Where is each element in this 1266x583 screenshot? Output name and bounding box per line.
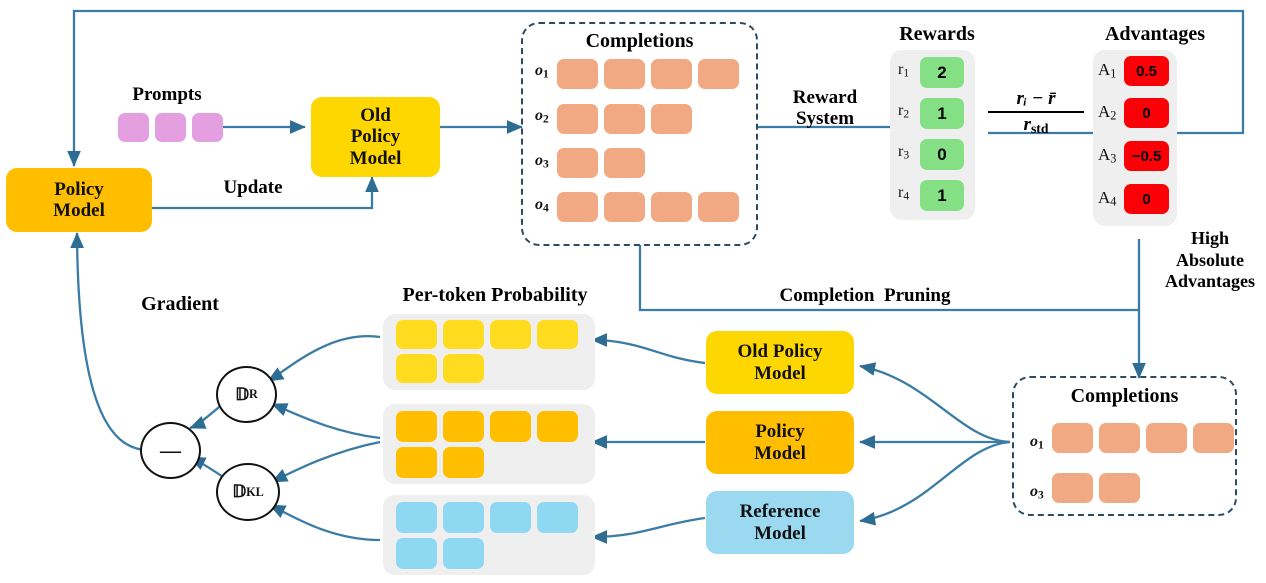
advantage-label-a4: A4 [1098, 188, 1117, 209]
prompt-token [118, 113, 149, 142]
rewards-title: Rewards [899, 23, 975, 45]
completion-row-label-o3: o3 [535, 152, 549, 171]
probability-token [396, 320, 437, 349]
completion-token [604, 104, 645, 134]
reward-label-r3: r3 [898, 143, 910, 162]
advantages-title: Advantages [1104, 23, 1205, 45]
reward-value: 1 [920, 98, 964, 129]
probability-token [490, 502, 531, 533]
reward-value: 0 [920, 139, 964, 170]
probability-token [396, 447, 437, 478]
completion-row-label-o1-bottom: o1 [1030, 433, 1044, 452]
probability-token [443, 447, 484, 478]
old-policy-model-box-bottom[interactable]: Old Policy Model [706, 331, 854, 394]
probability-token [443, 538, 484, 569]
completion-token [557, 148, 598, 178]
advantage-value: 0 [1124, 184, 1169, 214]
completion-row-label-o3-bottom: o3 [1030, 483, 1044, 502]
prompt-token [192, 113, 223, 142]
old-policy-model-box[interactable]: Old Policy Model [311, 97, 440, 177]
probability-token [537, 502, 578, 533]
divergence-r-subscript: R [249, 387, 258, 401]
update-label: Update [223, 177, 283, 198]
reward-label-r1: r1 [898, 61, 910, 80]
advantage-label-a1: A1 [1098, 60, 1117, 81]
completion-token [604, 59, 645, 89]
reward-label-r2: r2 [898, 102, 910, 121]
minus-symbol: — [160, 438, 181, 462]
reference-model-box[interactable]: Reference Model [706, 491, 854, 554]
probability-token [396, 502, 437, 533]
completion-token [651, 59, 692, 89]
completion-token [1099, 423, 1140, 453]
completion-token [1052, 473, 1093, 503]
advantage-label-a3: A3 [1098, 145, 1117, 166]
completion-token [651, 104, 692, 134]
policy-model-box[interactable]: Policy Model [6, 168, 152, 232]
advantage-value: 0.5 [1124, 56, 1169, 86]
probability-token [443, 320, 484, 349]
probability-token [443, 502, 484, 533]
prompts-label: Prompts [132, 84, 202, 105]
completions-top-title: Completions [585, 30, 694, 52]
formula-numerator: rᵢ − r̄ [988, 88, 1084, 113]
completion-token [604, 192, 645, 222]
probability-token [396, 354, 437, 383]
advantage-value: −0.5 [1124, 141, 1169, 171]
advantage-formula: rᵢ − r̄ rstd [988, 88, 1084, 137]
completion-token [557, 104, 598, 134]
reward-label-r4: r4 [898, 184, 910, 203]
gradient-label: Gradient [141, 293, 219, 315]
policy-model-box-bottom[interactable]: Policy Model [706, 411, 854, 474]
completion-token [557, 59, 598, 89]
minus-node: — [140, 422, 201, 479]
completion-token [698, 59, 739, 89]
prompt-token [155, 113, 186, 142]
completions-bottom-title: Completions [1070, 385, 1179, 407]
completion-token [651, 192, 692, 222]
divergence-kl-symbol: 𝔻 [232, 482, 247, 501]
divergence-kl-subscript: KL [246, 484, 264, 499]
per-token-probability-title: Per-token Probability [402, 284, 588, 306]
completion-token [698, 192, 739, 222]
probability-token [443, 354, 484, 383]
completion-token [1099, 473, 1140, 503]
high-absolute-advantages-label: High Absolute Advantages [1164, 228, 1255, 292]
completions-bottom-box [1012, 376, 1237, 516]
probability-token [537, 411, 578, 442]
probability-token [537, 320, 578, 349]
completion-token [1193, 423, 1234, 453]
completion-token [1146, 423, 1187, 453]
completion-row-label-o2: o2 [535, 107, 549, 126]
divergence-r-symbol: 𝔻 [235, 384, 250, 404]
formula-denominator: rstd [1023, 114, 1049, 136]
completion-row-label-o4: o4 [535, 196, 549, 215]
advantage-label-a2: A2 [1098, 102, 1117, 123]
probability-token [490, 320, 531, 349]
completions-top-box [521, 22, 758, 246]
probability-token [443, 411, 484, 442]
probability-token [490, 411, 531, 442]
completion-pruning-label: Completion Pruning [779, 285, 951, 306]
completion-token [557, 192, 598, 222]
reward-value: 2 [920, 57, 964, 88]
probability-token [396, 538, 437, 569]
completion-token [1052, 423, 1093, 453]
completion-token [604, 148, 645, 178]
reward-system-label: Reward System [792, 87, 858, 129]
reward-value: 1 [920, 180, 964, 211]
probability-token [396, 411, 437, 442]
completion-row-label-o1: o1 [535, 62, 549, 81]
advantage-value: 0 [1124, 98, 1169, 128]
